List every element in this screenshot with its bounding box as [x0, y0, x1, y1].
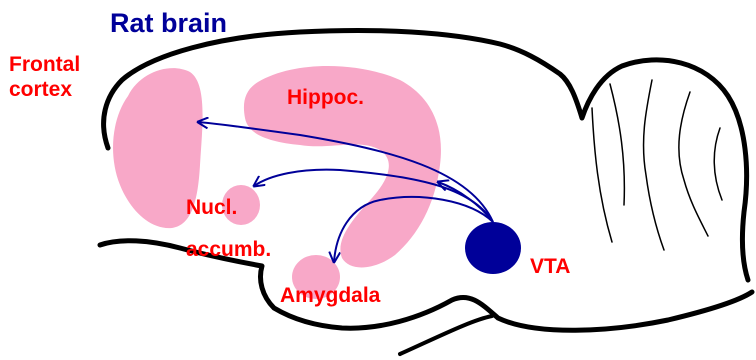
vta-label: VTA: [530, 256, 570, 277]
amygdala-label: Amygdala: [280, 285, 380, 306]
frontal-cortex-label: Frontal cortex: [9, 54, 80, 104]
hippocampus-label: Hippoc.: [287, 87, 364, 108]
frontal-cortex-label-line2: cortex: [9, 79, 80, 100]
frontal-cortex-label-line1: Frontal: [9, 54, 80, 75]
diagram-title: Rat brain: [110, 10, 227, 37]
nucleus-accumbens-label-line1: Nucl.: [186, 197, 237, 218]
nucleus-accumbens-label-line2: accumb.: [186, 239, 271, 260]
vta-region: [465, 222, 521, 274]
brainstem-lower-outline: [400, 316, 492, 354]
cerebellum-folia: [592, 80, 722, 250]
